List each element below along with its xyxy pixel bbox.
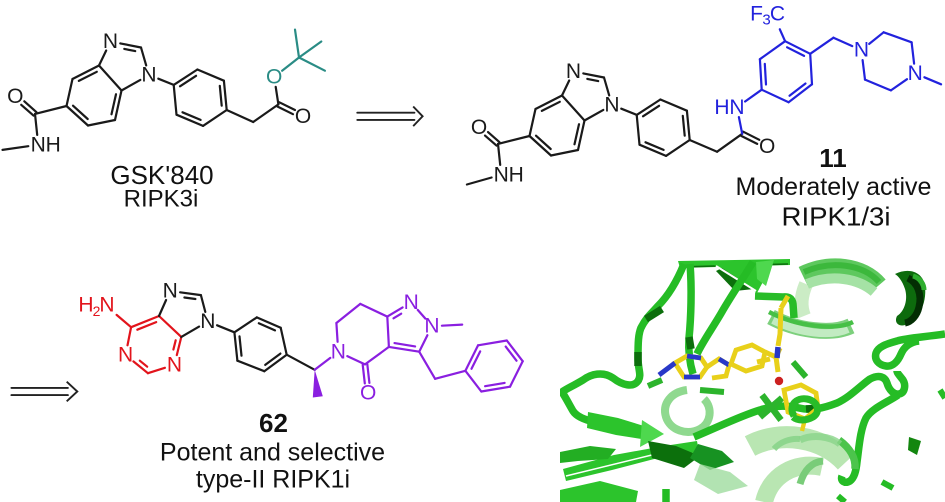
svg-text:C: C (770, 3, 785, 26)
svg-text:Moderately active: Moderately active (736, 173, 932, 201)
svg-text:N: N (167, 353, 182, 376)
svg-text:N: N (604, 94, 619, 117)
svg-text:H: H (46, 133, 61, 156)
svg-text:N: N (103, 30, 118, 53)
svg-text:O: O (7, 85, 23, 108)
svg-text:N: N (424, 315, 439, 338)
svg-text:O: O (759, 135, 775, 158)
svg-text:O: O (471, 116, 487, 139)
svg-text:N: N (908, 62, 923, 85)
svg-text:N: N (141, 64, 156, 87)
svg-text:N: N (729, 96, 744, 119)
svg-text:N: N (854, 39, 869, 62)
svg-text:Potent and selective: Potent and selective (160, 439, 385, 467)
svg-text:H: H (78, 294, 93, 317)
svg-text:RIPK1/3i: RIPK1/3i (782, 202, 891, 232)
svg-text:2: 2 (93, 303, 101, 319)
svg-text:H: H (714, 96, 729, 119)
svg-text:3: 3 (762, 12, 770, 29)
svg-text:N: N (99, 294, 114, 317)
svg-text:62: 62 (259, 408, 288, 438)
svg-text:N: N (494, 163, 509, 186)
svg-text:N: N (566, 60, 581, 83)
svg-text:N: N (118, 344, 133, 367)
svg-text:F: F (750, 3, 763, 26)
svg-text:O: O (266, 65, 282, 88)
svg-text:GSK'840: GSK'840 (110, 160, 213, 190)
svg-text:N: N (31, 133, 46, 156)
svg-text:H: H (509, 163, 524, 186)
svg-text:N: N (200, 310, 215, 333)
svg-text:11: 11 (819, 143, 847, 173)
svg-text:type-II RIPK1i: type-II RIPK1i (196, 466, 350, 494)
svg-text:O: O (295, 105, 311, 128)
svg-text:N: N (163, 279, 178, 302)
svg-text:RIPK3i: RIPK3i (124, 186, 199, 213)
svg-text:O: O (360, 382, 376, 405)
svg-text:N: N (404, 291, 419, 314)
svg-text:N: N (331, 340, 346, 363)
